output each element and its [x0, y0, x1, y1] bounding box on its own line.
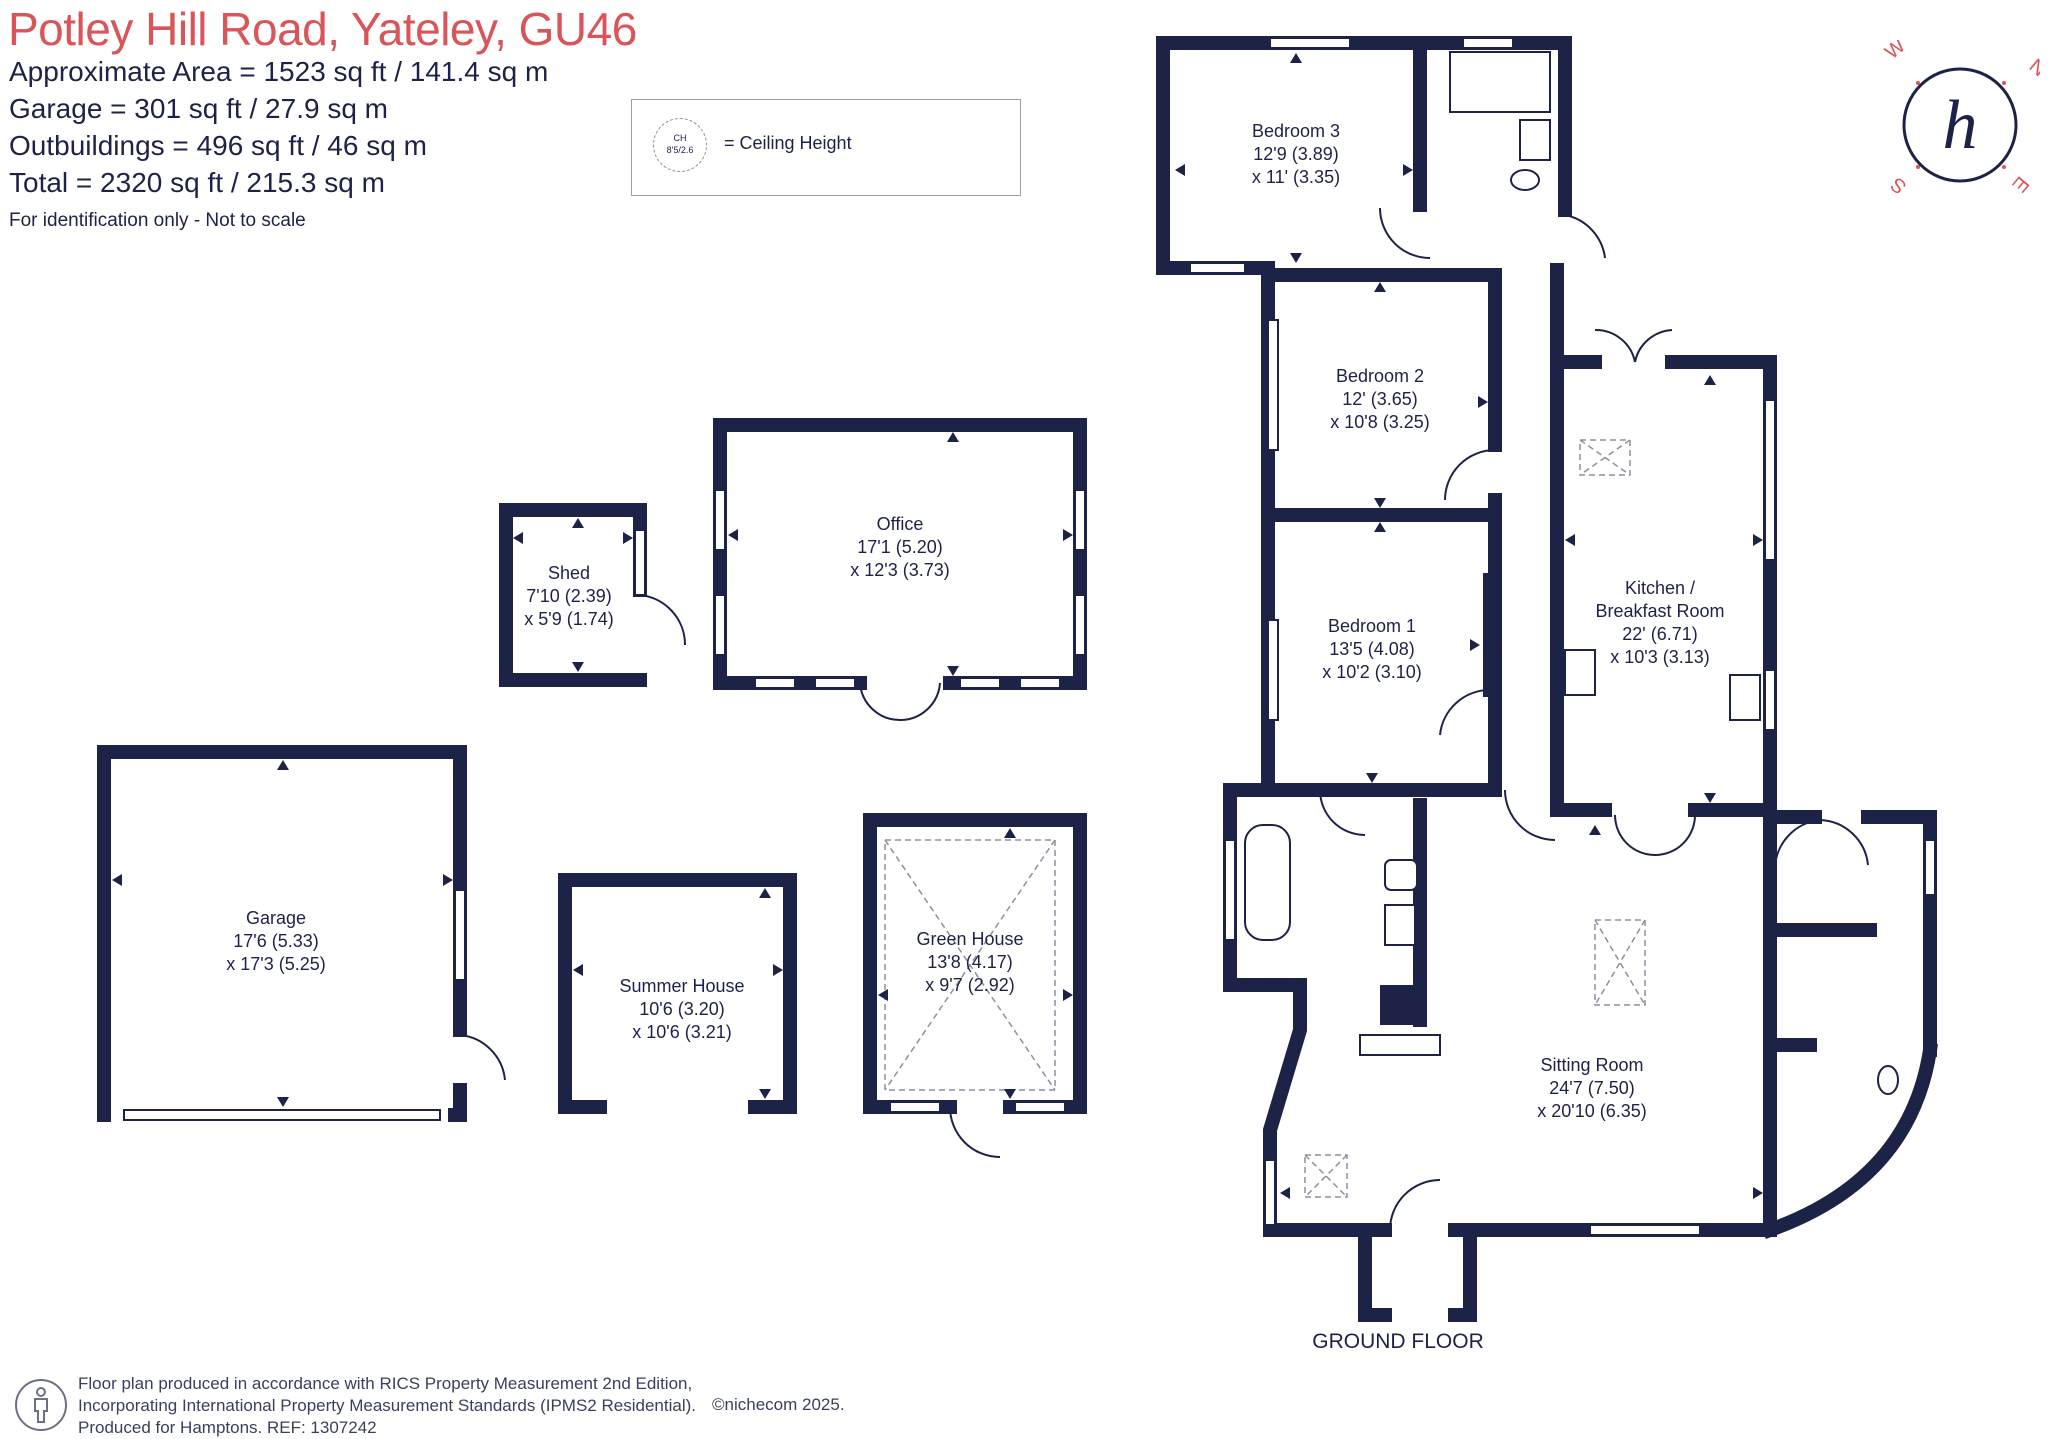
room-dim: x 5'9 (1.74) [524, 609, 614, 629]
room-dim: 12' (3.65) [1342, 389, 1418, 409]
approximate-area: Approximate Area = 1523 sq ft / 141.4 sq… [9, 56, 549, 87]
room-dim: 13'8 (4.17) [927, 952, 1013, 972]
room-name: Garage [245, 908, 307, 928]
compass-e: E [2008, 172, 2033, 196]
wall-garage2 [448, 1083, 467, 1122]
room-green-house: Green House 13'8 (4.17) x 9'7 (2.92) [916, 928, 1023, 997]
room-dim: x 12'3 (3.73) [850, 560, 950, 580]
legend-circle-label: CH [673, 133, 687, 143]
room-name: Summer House [619, 976, 745, 996]
room-garage: Garage 17'6 (5.33) x 17'3 (5.25) [226, 907, 326, 976]
room-dim: 22' (6.71) [1622, 624, 1698, 644]
scale-note: For identification only - Not to scale [9, 210, 306, 231]
wall-summer [558, 873, 797, 1114]
room-bedroom3: Bedroom 3 12'9 (3.89) x 11' (3.35) [1252, 120, 1340, 189]
room-dim: x 11' (3.35) [1251, 167, 1341, 187]
wall-office2 [713, 418, 867, 690]
wall-office [713, 418, 1087, 690]
room-dim: 12'9 (3.89) [1253, 144, 1339, 164]
room-dim: 17'6 (5.33) [233, 931, 319, 951]
room-name: Bedroom 3 [1251, 121, 1341, 141]
wall-curve [1761, 1042, 1938, 1239]
room-kitchen: Kitchen / Breakfast Room 22' (6.71) x 10… [1595, 577, 1724, 669]
ceiling-height-legend: CH 8'5/2.6 = Ceiling Height [631, 99, 1021, 196]
copyright: ©nichecom 2025. [712, 1395, 845, 1414]
floor-label: GROUND FLOOR [1312, 1330, 1484, 1353]
outbuildings-area: Outbuildings = 496 sq ft / 46 sq m [9, 130, 427, 161]
room-name: Bedroom 1 [1327, 616, 1417, 636]
footer-line: Produced for Hamptons. REF: 1307242 [78, 1418, 377, 1437]
room-name: Breakfast Room [1595, 601, 1725, 621]
total-area: Total = 2320 sq ft / 215.3 sq m [9, 167, 385, 198]
room-name: Sitting Room [1540, 1055, 1644, 1075]
room-dim: x 20'10 (6.35) [1537, 1101, 1647, 1121]
room-dim: x 10'8 (3.25) [1330, 412, 1430, 432]
room-dim: 13'5 (4.08) [1329, 639, 1415, 659]
wall-sitting-left [1263, 978, 1392, 1237]
room-dim: x 10'6 (3.21) [632, 1022, 732, 1042]
wall-shed2 [499, 503, 647, 687]
compass-s: S [1887, 173, 1911, 198]
ceiling-height-icon: CH 8'5/2.6 [653, 118, 707, 172]
compass-w: W [1881, 40, 1910, 64]
room-name: Kitchen / [1624, 578, 1696, 598]
room-dim: 24'7 (7.50) [1549, 1078, 1635, 1098]
footer-line: Incorporating International Property Mea… [78, 1396, 696, 1415]
room-summer-house: Summer House 10'6 (3.20) x 10'6 (3.21) [619, 975, 744, 1044]
wall-cloakroom2 [1861, 810, 1937, 1057]
room-dim: x 10'3 (3.13) [1610, 647, 1710, 667]
wall-kitchen [1550, 353, 1612, 817]
room-name: Bedroom 2 [1335, 366, 1425, 386]
chimney [1380, 985, 1425, 1025]
bathtub [1244, 824, 1291, 941]
legend-circle-value: 8'5/2.6 [666, 145, 694, 155]
room-dim: 10'6 (3.20) [639, 999, 725, 1019]
wall-green [863, 813, 1087, 1114]
room-dim: x 10'2 (3.10) [1322, 662, 1422, 682]
room-name: Office [876, 514, 924, 534]
compass-logo-letter: h [1943, 87, 1978, 164]
room-dim: x 17'3 (5.25) [226, 954, 326, 974]
room-name: Green House [916, 929, 1024, 949]
footer-credits: Floor plan produced in accordance with R… [78, 1373, 696, 1439]
room-name: Shed [547, 563, 591, 583]
garage-area: Garage = 301 sq ft / 27.9 sq m [9, 93, 388, 124]
footer-line: Floor plan produced in accordance with R… [78, 1374, 693, 1393]
wall-kitchen-top2 [1665, 355, 1777, 817]
room-sitting: Sitting Room 24'7 (7.50) x 20'10 (6.35) [1537, 1054, 1647, 1123]
room-dim: x 9'7 (2.92) [925, 975, 1015, 995]
room-shed: Shed 7'10 (2.39) x 5'9 (1.74) [524, 562, 613, 631]
legend-label: = Ceiling Height [724, 133, 852, 153]
room-dim: 17'1 (5.20) [857, 537, 943, 557]
wall-porch2 [1448, 1223, 1477, 1322]
wall-porch [1358, 1223, 1392, 1322]
wall-bedroom2-top [1261, 268, 1502, 452]
page-title: Potley Hill Road, Yateley, GU46 [8, 3, 637, 55]
room-bedroom1: Bedroom 1 13'5 (4.08) x 10'2 (3.10) [1322, 615, 1422, 684]
person-icon [15, 1379, 67, 1431]
compass-logo-icon: h N W S E [1881, 40, 2040, 198]
room-office: Office 17'1 (5.20) x 12'3 (3.73) [850, 513, 950, 582]
room-dim: 7'10 (2.39) [526, 586, 612, 606]
compass-n: N [2025, 55, 2040, 81]
room-bedroom2: Bedroom 2 12' (3.65) x 10'8 (3.25) [1330, 365, 1430, 434]
